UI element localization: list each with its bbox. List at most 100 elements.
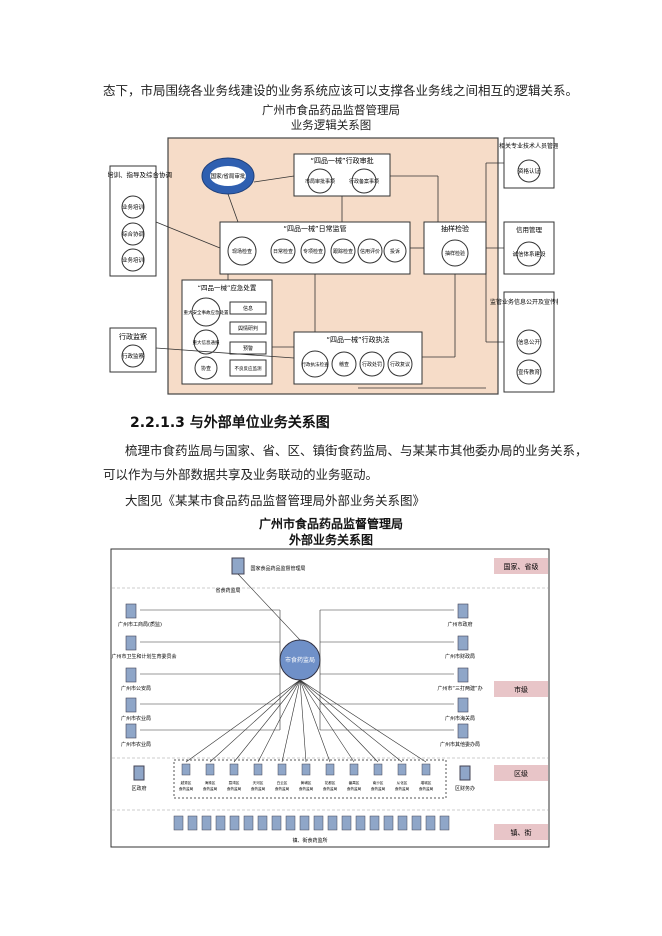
diagram1-title-1: 广州市食品药品监督管理局 xyxy=(262,103,400,117)
district-gov-icon xyxy=(133,765,145,781)
district-server-icon xyxy=(205,763,215,776)
town-server-icon xyxy=(341,815,352,831)
daily-title: “四品一械”日常监管 xyxy=(283,224,346,233)
town-server-icon xyxy=(285,815,296,831)
training-item-3: 业务培训 xyxy=(122,256,145,264)
district-label: 白云区 xyxy=(277,780,288,785)
fan-line xyxy=(257,679,301,763)
supervision-item: 行政监察 xyxy=(122,352,145,360)
paragraph-2b: 可以作为与外部数据共享及业务联动的业务驱动。 xyxy=(103,467,379,482)
district-label: 南沙区 xyxy=(373,780,384,785)
right-node-3: 广州市“三打两建”办 xyxy=(437,685,482,692)
district-label: 越秀区 xyxy=(181,780,192,785)
band-city: 市级 xyxy=(514,685,528,694)
emergency-item-1: 重大安全事故应急处置 xyxy=(184,309,229,316)
approval-title: “四品一械”行政审批 xyxy=(310,156,373,165)
district-label: 海珠区 xyxy=(205,780,216,785)
band-town: 镇、街 xyxy=(511,828,532,837)
district-server-icon xyxy=(397,763,407,776)
fan-line xyxy=(281,679,301,763)
fan-line xyxy=(299,679,403,763)
district-label: 花都区 xyxy=(325,780,336,785)
town-server-icon xyxy=(327,815,338,831)
district-server-icon xyxy=(349,763,359,776)
town-label: 镇、街食药监所 xyxy=(292,837,327,844)
town-server-icon xyxy=(397,815,408,831)
emergency-title: “四品一械”应急处置 xyxy=(198,283,257,292)
credit-title: 信用管理 xyxy=(516,225,543,234)
district-label-suffix: 食药监局 xyxy=(419,786,434,791)
enforce-item-2: 稽查 xyxy=(339,361,349,368)
district-gov-label: 区政府 xyxy=(131,785,146,792)
enforce-title: “四品一械”行政执法 xyxy=(326,335,389,344)
district-label-suffix: 食药监局 xyxy=(395,786,410,791)
cloud-label: 国家/省局审批 xyxy=(211,172,246,180)
district-label: 荔湾区 xyxy=(229,780,240,785)
town-server-icon xyxy=(229,815,240,831)
left-node-2: 广州市卫生和计划生育委员会 xyxy=(111,653,176,660)
district-label: 黄埔区 xyxy=(301,780,312,785)
enforce-item-3: 行政处罚 xyxy=(362,361,382,368)
publicity-title: 监管业务信息公开及宣传教育 xyxy=(490,298,558,306)
town-server-icon xyxy=(383,815,394,831)
emergency-right-2: 舆情研判 xyxy=(238,325,258,332)
right-node-1: 广州市政府 xyxy=(447,621,472,628)
town-server-icon xyxy=(215,815,226,831)
training-item-1: 业务培训 xyxy=(122,203,145,211)
town-server-icon xyxy=(257,815,268,831)
district-server-icon xyxy=(325,763,335,776)
fan-line xyxy=(233,679,301,763)
band-national: 国家、省级 xyxy=(504,562,539,571)
paragraph-2a: 梳理市食药监局与国家、省、区、镇街食药监局、与某某市其他委办局的业务关系， xyxy=(125,443,588,458)
fan-line xyxy=(185,679,301,763)
daily-item-2: 专项检查 xyxy=(303,248,323,255)
daily-item-1: 日常检查 xyxy=(273,248,293,255)
emergency-item-3: 协查 xyxy=(201,365,211,372)
left-node-4: 广州市农业局 xyxy=(121,715,151,722)
fan-line xyxy=(299,679,331,763)
enforce-item-4: 行政复议 xyxy=(390,361,410,368)
fan-line xyxy=(209,679,301,763)
province-label: 省食药监局 xyxy=(215,587,240,594)
sampling-item: 抽样检验 xyxy=(445,250,465,257)
diagram2-title-1: 广州市食品药品监督管理局 xyxy=(258,517,403,531)
external-relations-diagram: 国家、省级 市级 区级 镇、街 国家食品药品监督管理局 省食药监局 市食药监局 … xyxy=(110,548,550,848)
town-server-icon xyxy=(425,815,436,831)
district-server-icon xyxy=(229,763,239,776)
town-server-icon xyxy=(439,815,450,831)
district-label-suffix: 食药监局 xyxy=(251,786,266,791)
daily-item-4: 信用评价 xyxy=(360,248,380,255)
town-server-icon xyxy=(271,815,282,831)
band-district: 区级 xyxy=(514,769,528,778)
emergency-item-2: 重大信息通报 xyxy=(193,339,220,346)
center-label: 市食药监局 xyxy=(285,656,315,664)
district-finance-label: 区财务办 xyxy=(455,785,475,792)
district-server-icon xyxy=(181,763,191,776)
district-label-suffix: 食药监局 xyxy=(227,786,242,791)
district-label-suffix: 食药监局 xyxy=(179,786,194,791)
left-node-1: 广州市工商局(质监) xyxy=(118,621,162,628)
approval-item-1: 市局审批事项 xyxy=(305,178,335,185)
paragraph-intro: 态下，市局围绕各业务线建设的业务系统应该可以支撑各业务线之间相互的逻辑关系。 xyxy=(103,83,579,98)
diagram1-title-2: 业务逻辑关系图 xyxy=(290,118,372,132)
district-server-icon xyxy=(301,763,311,776)
publicity-item-2: 宣传教育 xyxy=(518,368,541,376)
sampling-title: 抽样检验 xyxy=(441,224,469,233)
daily-item-5: 投诉 xyxy=(390,248,400,255)
district-label: 从化区 xyxy=(397,780,408,785)
district-label-suffix: 食药监局 xyxy=(299,786,314,791)
district-label-suffix: 食药监局 xyxy=(275,786,290,791)
district-label-suffix: 食药监局 xyxy=(323,786,338,791)
right-node-4: 广州市海关局 xyxy=(445,715,475,722)
town-server-icon xyxy=(355,815,366,831)
district-server-icon xyxy=(253,763,263,776)
town-server-icon xyxy=(243,815,254,831)
emergency-right-4: 不良反应监测 xyxy=(235,365,262,372)
town-server-icon xyxy=(369,815,380,831)
town-server-icon xyxy=(299,815,310,831)
town-server-icon xyxy=(201,815,212,831)
district-server-icon xyxy=(277,763,287,776)
district-label-suffix: 食药监局 xyxy=(371,786,386,791)
fan-line xyxy=(299,679,307,763)
